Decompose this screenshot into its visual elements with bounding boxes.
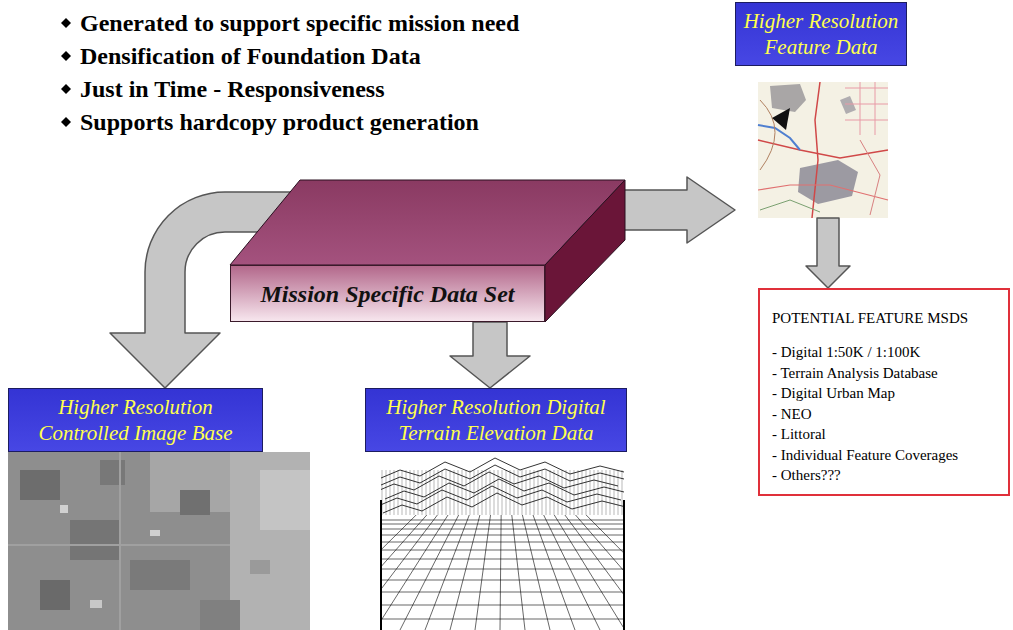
satellite-image: [230, 452, 310, 630]
panel-title: Higher Resolution Controlled Image Base: [25, 394, 246, 446]
satellite-image: [250, 560, 270, 574]
terrain-wireframe: [381, 470, 624, 515]
satellite-image: [90, 600, 102, 608]
map-image: [758, 82, 888, 218]
satellite-image: [100, 460, 125, 485]
bullet-diamond: [61, 117, 71, 127]
bullet-text: Supports hardcopy product generation: [80, 107, 720, 137]
panel-title: Higher Resolution Feature Data: [740, 8, 902, 60]
satellite-image: [8, 452, 310, 630]
satellite-image: [40, 580, 70, 610]
list-item: - Others???: [772, 465, 1000, 486]
bullet-text: Generated to support specific mission ne…: [80, 8, 720, 38]
map-image: [840, 96, 856, 114]
list-item: - Digital Urban Map: [772, 383, 1000, 404]
panel-title-box: Higher Resolution Digital Terrain Elevat…: [365, 388, 627, 452]
terrain-wireframe: [300, 430, 700, 630]
list-heading: POTENTIAL FEATURE MSDS: [772, 308, 1000, 328]
panel-title: Higher Resolution Digital Terrain Elevat…: [376, 394, 616, 446]
bullet-text: Densification of Foundation Data: [80, 41, 720, 71]
list-item: - Digital 1:50K / 1:100K: [772, 342, 1000, 363]
list-item: - NEO: [772, 404, 1000, 425]
map-image: [770, 84, 806, 112]
satellite-image: [150, 530, 160, 536]
panel-title-box: Higher Resolution Feature Data: [735, 2, 907, 66]
block-arrow: [806, 218, 850, 288]
satellite-image: [8, 452, 310, 630]
block-arrow: [620, 177, 735, 243]
terrain-wireframe: [381, 500, 624, 630]
satellite-image: [260, 470, 310, 530]
terrain-wireframe: [383, 493, 624, 513]
terrain-wireframe: [381, 515, 624, 630]
bullet-markers: [61, 18, 71, 127]
list-item: - Littoral: [772, 424, 1000, 445]
list-item: - Terrain Analysis Database: [772, 363, 1000, 384]
bullet-text: Just in Time - Responsiveness: [80, 74, 720, 104]
data-set-box: Mission Specific Data Set: [230, 265, 545, 322]
terrain-wireframe: [381, 458, 624, 515]
satellite-image: [200, 600, 240, 630]
bullet-diamond: [61, 51, 71, 61]
panel-title-box: Higher Resolution Controlled Image Base: [8, 388, 263, 452]
satellite-image: [70, 520, 120, 560]
block-arrow: [450, 322, 530, 388]
output-panel: Higher Resolution Digital Terrain Elevat…: [365, 388, 627, 630]
box-title: Mission Specific Data Set: [260, 280, 514, 308]
list-item: - Individual Feature Coverages: [772, 445, 1000, 466]
map-image: [845, 82, 888, 135]
terrain-wireframe: [381, 515, 624, 630]
map-image: [758, 125, 800, 150]
satellite-image: [8, 452, 230, 630]
map-image: [758, 82, 888, 218]
terrain-wireframe: [381, 458, 624, 478]
satellite-image: [180, 490, 210, 515]
satellite-image: [130, 560, 190, 590]
map-image: [760, 100, 775, 170]
feature-list-box: POTENTIAL FEATURE MSDS - Digital 1:50K / …: [758, 288, 1010, 496]
satellite-image: [20, 470, 60, 500]
terrain-wireframe: [381, 472, 618, 492]
bullet-diamond: [61, 84, 71, 94]
map-image: [772, 108, 790, 130]
satellite-image: [60, 505, 68, 513]
map-image: [812, 82, 820, 218]
output-panel: Higher Resolution Feature Data: [735, 2, 907, 218]
map-image: [798, 160, 858, 204]
map-image: [760, 200, 820, 212]
output-panel: Higher Resolution Controlled Image Base: [8, 388, 310, 630]
bullet-diamond: [61, 18, 71, 28]
map-image: [860, 140, 880, 215]
map-image: [758, 185, 888, 200]
terrain-wireframe: [381, 486, 621, 506]
box-side-face: [545, 180, 625, 322]
